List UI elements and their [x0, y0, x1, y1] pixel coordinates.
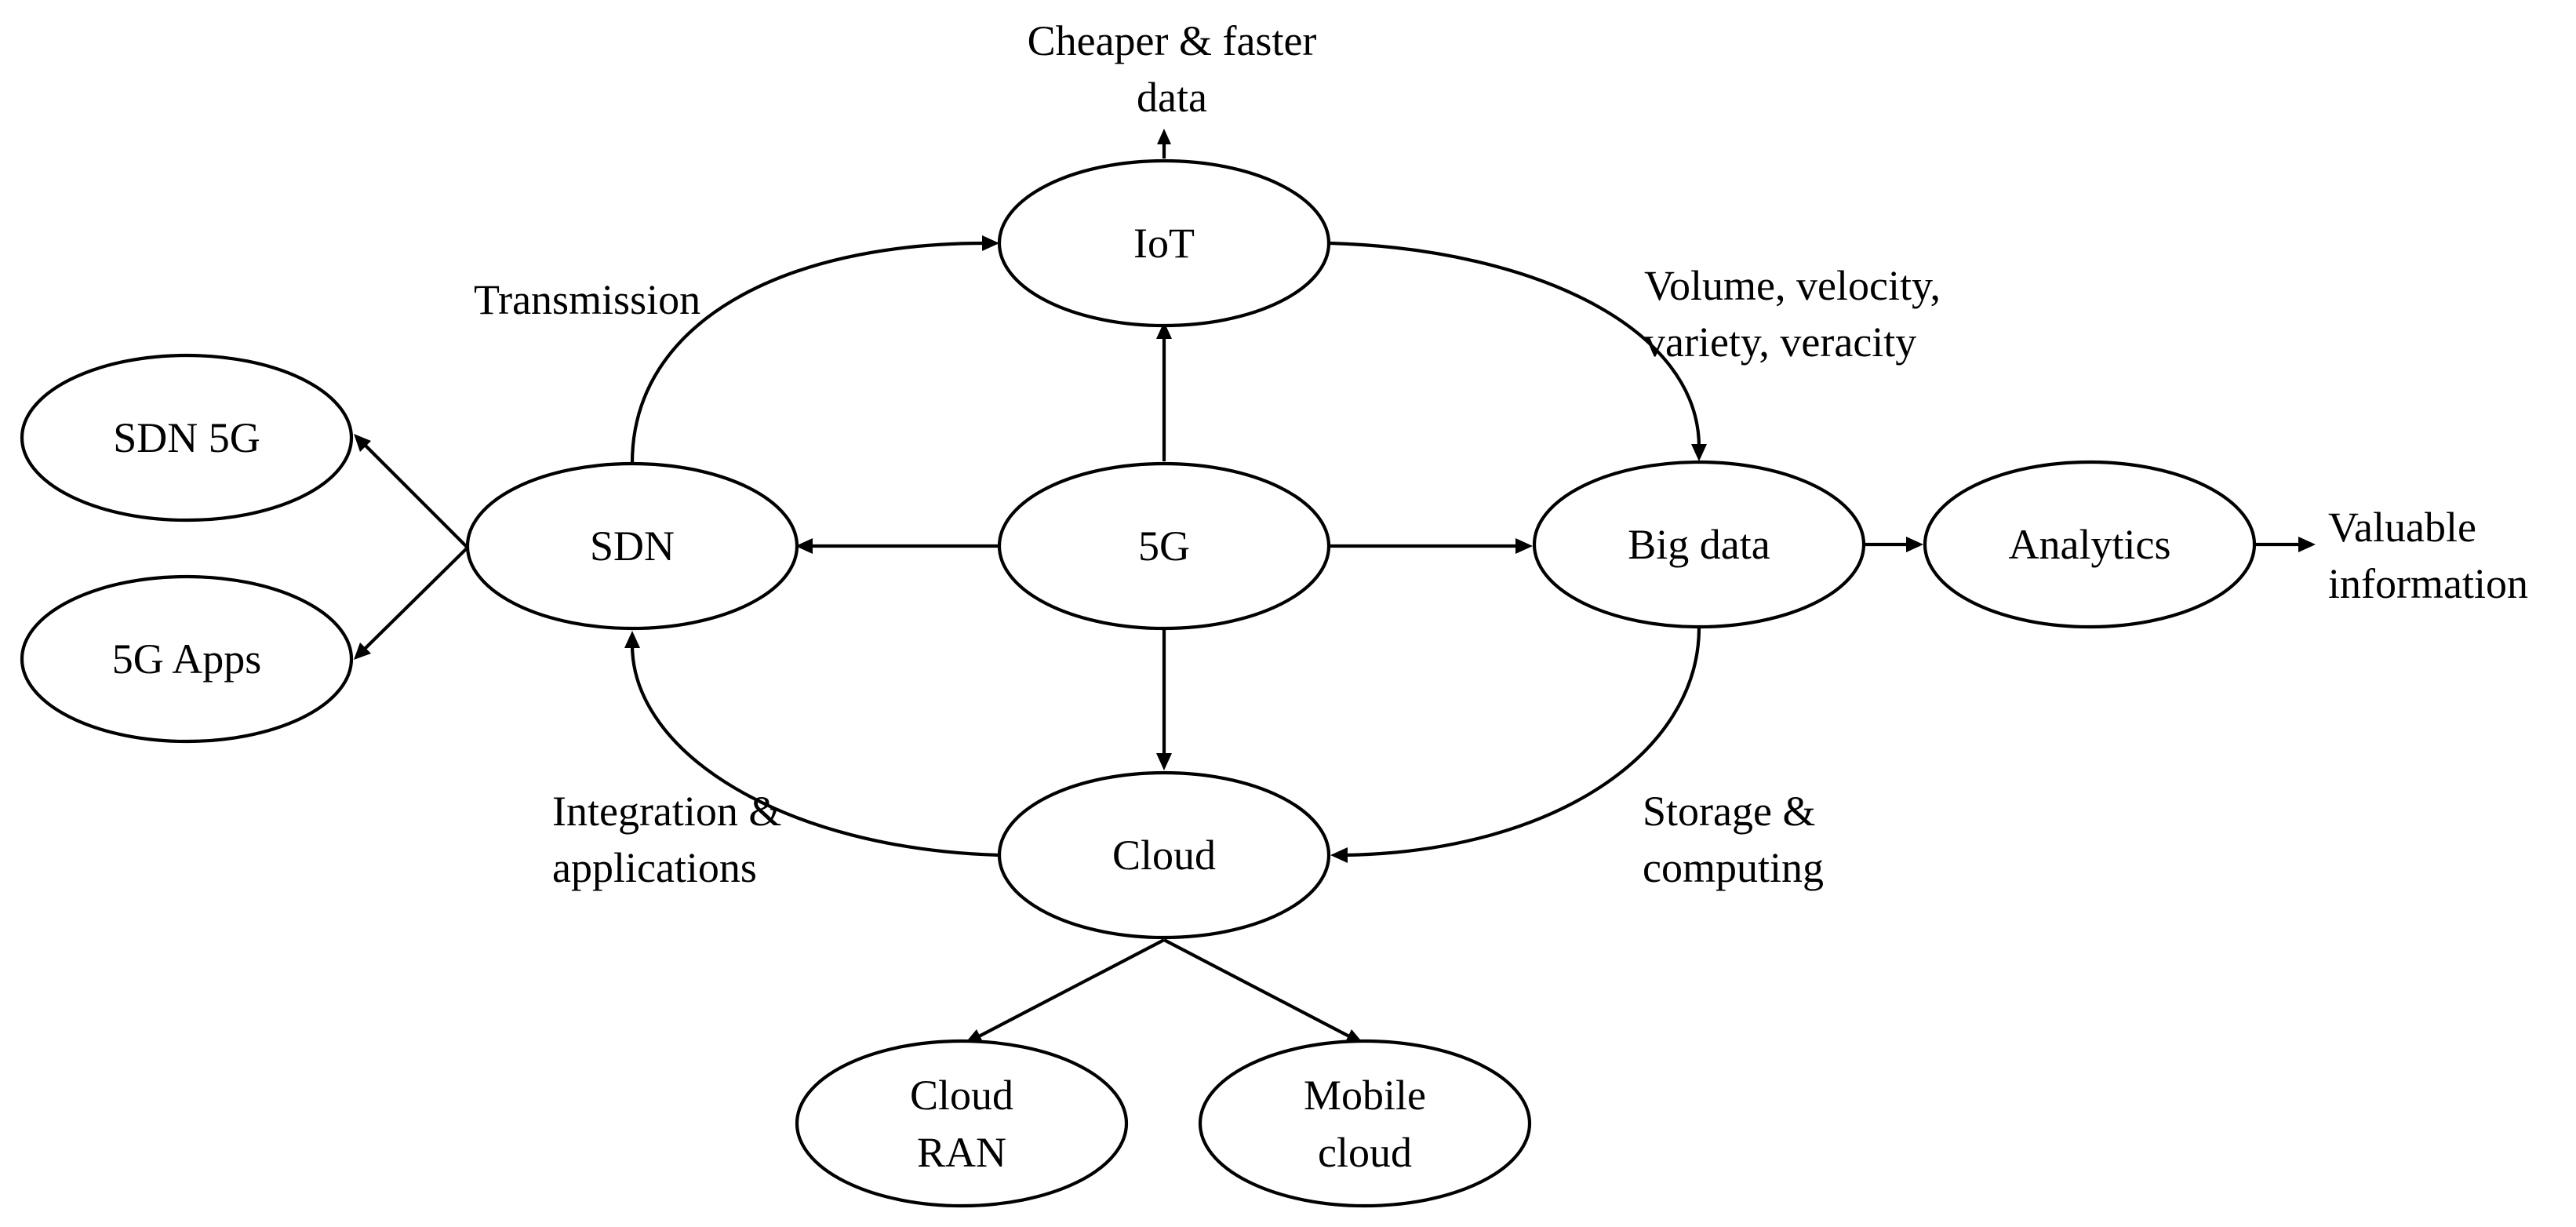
node-analytics: Analytics: [1923, 460, 2257, 629]
edge-sdn-to-sdn-5g: [354, 434, 469, 549]
node-big-data: Big data: [1532, 460, 1866, 629]
edge-5g-to-big-data: [1329, 538, 1533, 554]
label-four-vs: Volume, velocity, variety, veracity: [1644, 262, 1941, 366]
edge-cloud-to-sdn: [624, 631, 1000, 857]
edge-big-data-to-cloud: [1330, 627, 1701, 863]
edges: [354, 129, 2316, 1043]
label-valuable-information-line-1: Valuable: [2328, 504, 2476, 551]
label-four-vs-line-2: variety, veracity: [1644, 319, 1916, 366]
node-cloud: Cloud: [997, 770, 1331, 940]
node-5g-apps: 5G Apps: [20, 574, 354, 744]
label-valuable-information-line-2: information: [2328, 560, 2528, 607]
node-cloud-ran-label-line-1: Cloud: [910, 1072, 1013, 1119]
node-5g-apps-label: 5G Apps: [112, 635, 262, 683]
node-5g: 5G: [997, 461, 1331, 631]
node-big-data-label: Big data: [1628, 521, 1770, 568]
node-iot-label: IoT: [1133, 220, 1195, 267]
edge-sdn-to-iot: [630, 235, 999, 464]
edge-big-data-to-analytics: [1865, 537, 1923, 552]
label-cheaper-faster-data: Cheaper & faster data: [1028, 17, 1317, 121]
node-sdn-label: SDN: [590, 522, 675, 570]
node-sdn: SDN: [465, 461, 799, 631]
node-sdn-5g: SDN 5G: [20, 353, 354, 522]
node-iot: IoT: [997, 158, 1331, 328]
label-cheaper-faster-data-line-1: Cheaper & faster: [1028, 17, 1317, 64]
nodes: IoT 5G SDN SDN 5G 5G Apps Big data Analy…: [20, 158, 2257, 1208]
node-cloud-ran: Cloud RAN: [795, 1039, 1129, 1208]
edge-iot-to-big-data: [1330, 241, 1707, 461]
label-transmission: Transmission: [474, 276, 700, 323]
edge-cloud-to-cloud-ran: [965, 938, 1165, 1043]
node-cloud-ran-label-line-2: RAN: [917, 1129, 1006, 1176]
edge-5g-to-sdn: [795, 538, 999, 554]
node-mobile-cloud-label-line-1: Mobile: [1304, 1072, 1426, 1119]
label-transmission-line-1: Transmission: [474, 276, 700, 323]
label-integration-applications: Integration & applications: [552, 788, 781, 891]
node-sdn-5g-label: SDN 5G: [113, 414, 260, 461]
label-cheaper-faster-data-line-2: data: [1137, 74, 1207, 121]
label-four-vs-line-1: Volume, velocity,: [1644, 262, 1941, 309]
edge-analytics-to-valuable-information: [2254, 537, 2316, 552]
label-storage-computing-line-2: computing: [1643, 844, 1824, 891]
free-labels: Cheaper & faster data Transmission Volum…: [474, 17, 2528, 891]
edge-cloud-to-mobile-cloud: [1163, 938, 1363, 1043]
label-integration-applications-line-1: Integration &: [552, 788, 781, 835]
label-integration-applications-line-2: applications: [552, 844, 757, 891]
node-mobile-cloud: Mobile cloud: [1198, 1039, 1532, 1208]
node-mobile-cloud-label-line-2: cloud: [1318, 1129, 1412, 1176]
node-analytics-label: Analytics: [2009, 521, 2171, 568]
edge-5g-to-cloud: [1156, 629, 1172, 770]
label-valuable-information: Valuable information: [2328, 504, 2528, 607]
node-cloud-label: Cloud: [1112, 832, 1216, 879]
node-5g-label: 5G: [1138, 522, 1190, 570]
label-storage-computing: Storage & computing: [1643, 788, 1824, 891]
edge-5g-to-iot: [1156, 322, 1172, 461]
edge-iot-to-cheaper-data: [1157, 129, 1171, 158]
label-storage-computing-line-1: Storage &: [1643, 788, 1815, 835]
edge-sdn-to-5g-apps: [354, 546, 469, 660]
